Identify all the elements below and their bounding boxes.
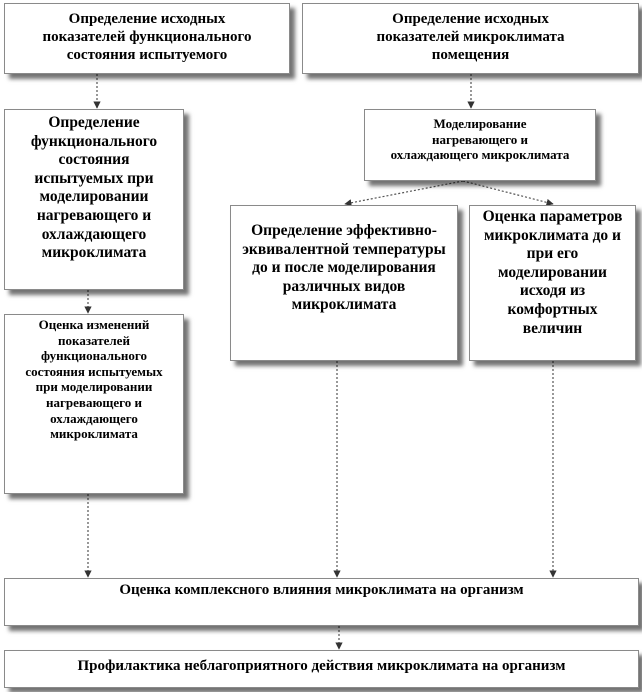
effective-temperature-box: Определение эффективно- эквивалентной те… [230, 205, 458, 361]
comfort-parameters-text: Оценка параметров микроклимата до и при … [482, 208, 623, 337]
microclimate-modeling-box: Моделирование нагревающего и охлаждающег… [364, 109, 596, 181]
initial-functional-state-box: Определение исходных показателей функцио… [4, 3, 290, 74]
functional-changes-box: Оценка изменений показателей функциональ… [4, 314, 184, 494]
microclimate-modeling-text: Моделирование нагревающего и охлаждающег… [390, 116, 570, 163]
complex-impact-text: Оценка комплексного влияния микроклимата… [119, 582, 524, 598]
arrow-b4-b6 [462, 180, 554, 206]
complex-impact-box: Оценка комплексного влияния микроклимата… [4, 578, 639, 626]
prevention-box: Профилактика неблагоприятного действия м… [4, 650, 639, 688]
functional-changes-text: Оценка изменений показателей функциональ… [25, 317, 163, 442]
effective-temperature-text: Определение эффективно- эквивалентной те… [242, 222, 446, 314]
functional-state-modeling-text: Определение функционального состояния ис… [30, 114, 158, 262]
initial-functional-state-text: Определение исходных показателей функцио… [42, 11, 252, 63]
prevention-text: Профилактика неблагоприятного действия м… [77, 658, 566, 674]
functional-state-modeling-box: Определение функционального состояния ис… [4, 109, 184, 290]
initial-microclimate-box: Определение исходных показателей микрокл… [302, 3, 639, 74]
arrow-b4-b5 [344, 180, 464, 207]
comfort-parameters-box: Оценка параметров микроклимата до и при … [469, 205, 636, 361]
initial-microclimate-text: Определение исходных показателей микрокл… [376, 11, 565, 63]
